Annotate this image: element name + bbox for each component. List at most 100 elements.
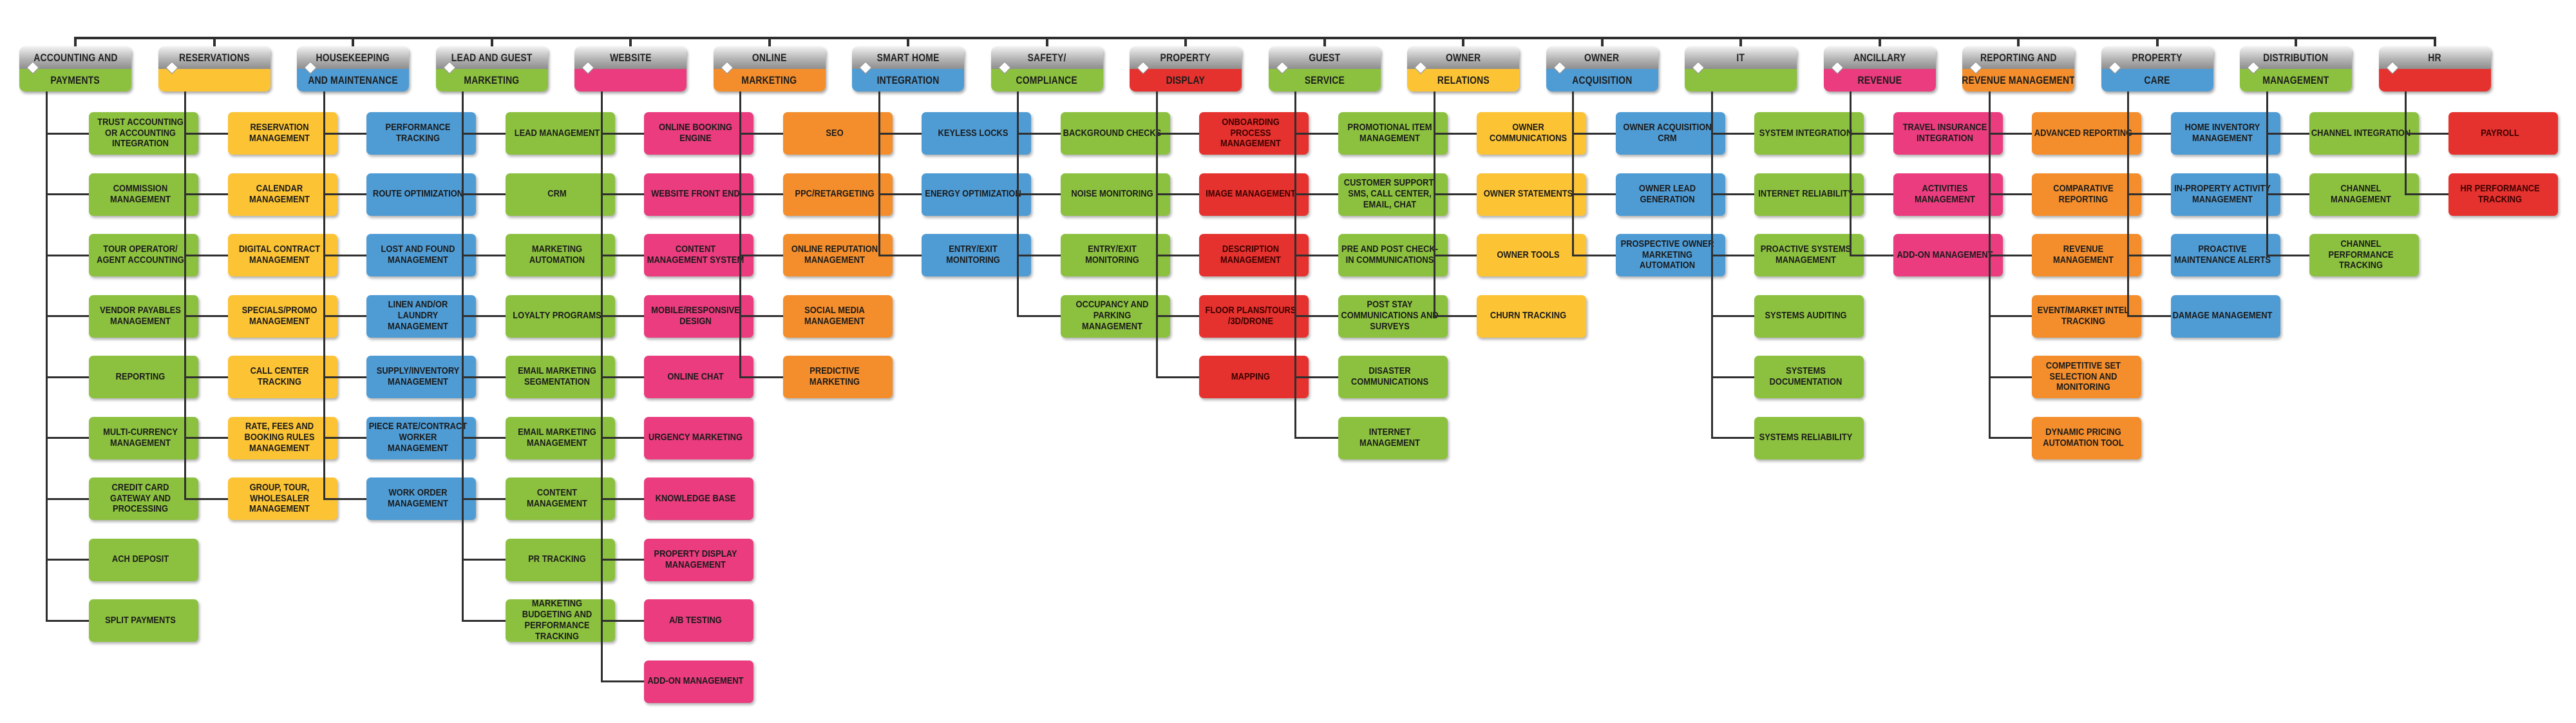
feature-box[interactable]: Tour operator/ agent accounting xyxy=(89,234,198,276)
feature-box[interactable]: Commission management xyxy=(89,173,198,216)
feature-box[interactable]: Digital contract management xyxy=(227,234,337,276)
category-header-16[interactable]: DistributionManagement xyxy=(2240,46,2352,92)
category-header-12[interactable]: IT xyxy=(1685,46,1797,92)
feature-box[interactable]: Systems reliability xyxy=(1754,416,1864,459)
feature-box[interactable]: Systems auditing xyxy=(1754,294,1864,338)
feature-box[interactable]: Predictive marketing xyxy=(782,356,893,398)
category-header-10[interactable]: OwnerRelations xyxy=(1407,46,1519,92)
feature-box[interactable]: Marketing automation xyxy=(505,234,615,276)
feature-box[interactable]: A/B testing xyxy=(644,599,753,642)
category-header-1[interactable]: Reservations xyxy=(158,46,270,92)
feature-box[interactable]: In-property activity management xyxy=(2170,173,2280,216)
feature-box[interactable]: Advanced reporting xyxy=(2032,112,2141,155)
feature-box[interactable]: Noise monitoring xyxy=(1060,173,1170,216)
feature-box[interactable]: Owner communications xyxy=(1477,112,1586,155)
feature-box[interactable]: Loyalty programs xyxy=(505,294,615,338)
feature-box[interactable]: Urgency marketing xyxy=(644,416,753,459)
feature-box[interactable]: Customer support: SMS, call center, emai… xyxy=(1338,173,1448,216)
feature-box[interactable]: Owner acquisition CRM xyxy=(1615,112,1725,155)
category-header-3[interactable]: Lead and GuestMarketing xyxy=(435,46,548,92)
category-header-17[interactable]: HR xyxy=(2378,46,2491,92)
feature-box[interactable]: Event/market intel tracking xyxy=(2032,294,2141,338)
feature-box[interactable]: Payroll xyxy=(2448,112,2558,155)
feature-box[interactable]: Rate, fees and booking rules management xyxy=(227,416,337,459)
feature-box[interactable]: Call center tracking xyxy=(227,356,337,398)
feature-box[interactable]: Mapping xyxy=(1199,356,1309,398)
feature-box[interactable]: Email marketing management xyxy=(505,416,615,459)
feature-box[interactable]: Pre and post check-in communications xyxy=(1338,234,1448,276)
feature-box[interactable]: Online reputation management xyxy=(782,234,893,276)
feature-box[interactable]: Owner statements xyxy=(1477,173,1586,216)
feature-box[interactable]: Content management xyxy=(505,477,615,520)
feature-box[interactable]: Linen and/or laundry management xyxy=(366,294,476,338)
feature-box[interactable]: SEO xyxy=(782,112,893,155)
feature-box[interactable]: Multi-currency management xyxy=(89,416,198,459)
feature-box[interactable]: Add-on management xyxy=(1893,234,2003,276)
feature-box[interactable]: Onboarding process management xyxy=(1199,112,1309,155)
feature-box[interactable]: Online booking engine xyxy=(644,112,753,155)
feature-box[interactable]: Vendor payables management xyxy=(89,294,198,338)
feature-box[interactable]: PPC/Retargeting xyxy=(782,173,893,216)
category-header-8[interactable]: PropertyDisplay xyxy=(1130,46,1242,92)
feature-box[interactable]: System integration xyxy=(1754,112,1864,155)
feature-box[interactable]: Work order management xyxy=(366,477,476,520)
feature-box[interactable]: Travel insurance integration xyxy=(1893,112,2003,155)
feature-box[interactable]: Mobile/responsive design xyxy=(644,294,753,338)
feature-box[interactable]: Website front end xyxy=(644,173,753,216)
feature-box[interactable]: Churn tracking xyxy=(1477,294,1586,338)
category-header-4[interactable]: Website xyxy=(574,46,687,92)
feature-box[interactable]: PR tracking xyxy=(505,538,615,581)
feature-box[interactable]: Prospective owner marketing automation xyxy=(1615,234,1725,276)
category-header-0[interactable]: Accounting andPayments xyxy=(19,46,131,92)
feature-box[interactable]: Supply/inventory management xyxy=(366,356,476,398)
category-header-11[interactable]: OwnerAcquisition xyxy=(1546,46,1658,92)
feature-box[interactable]: Internet management xyxy=(1338,416,1448,459)
feature-box[interactable]: Content management system xyxy=(644,234,753,276)
feature-box[interactable]: Disaster communications xyxy=(1338,356,1448,398)
feature-box[interactable]: Keyless locks xyxy=(922,112,1031,155)
feature-box[interactable]: Channel integration xyxy=(2309,112,2419,155)
feature-box[interactable]: ACH deposit xyxy=(89,538,198,581)
feature-box[interactable]: Lost and found management xyxy=(366,234,476,276)
feature-box[interactable]: Reporting xyxy=(89,356,198,398)
feature-box[interactable]: Split payments xyxy=(89,599,198,642)
feature-box[interactable]: Social media management xyxy=(782,294,893,338)
feature-box[interactable]: Performance tracking xyxy=(366,112,476,155)
feature-box[interactable]: Background checks xyxy=(1060,112,1170,155)
feature-box[interactable]: Energy optimization xyxy=(922,173,1031,216)
feature-box[interactable]: Proactive maintenance alerts xyxy=(2170,234,2280,276)
feature-box[interactable]: Owner tools xyxy=(1477,234,1586,276)
feature-box[interactable]: Internet reliability xyxy=(1754,173,1864,216)
feature-box[interactable]: Channel management xyxy=(2309,173,2419,216)
category-header-14[interactable]: Reporting andRevenue Management xyxy=(1962,46,2074,92)
category-header-9[interactable]: GuestService xyxy=(1268,46,1381,92)
feature-box[interactable]: Post stay communications and surveys xyxy=(1338,294,1448,338)
feature-box[interactable]: Trust accounting or accounting integrati… xyxy=(89,112,198,155)
feature-box[interactable]: Specials/promo management xyxy=(227,294,337,338)
feature-box[interactable]: Owner lead generation xyxy=(1615,173,1725,216)
category-header-6[interactable]: Smart HomeIntegration xyxy=(852,46,964,92)
feature-box[interactable]: Route optimization xyxy=(366,173,476,216)
feature-box[interactable]: Revenue management xyxy=(2032,234,2141,276)
feature-box[interactable]: Occupancy and parking management xyxy=(1060,294,1170,338)
feature-box[interactable]: Calendar management xyxy=(227,173,337,216)
feature-box[interactable]: Add-on management xyxy=(644,660,753,703)
feature-box[interactable]: Damage management xyxy=(2170,294,2280,338)
feature-box[interactable]: Activities management xyxy=(1893,173,2003,216)
feature-box[interactable]: Marketing budgeting and performance trac… xyxy=(505,598,615,642)
feature-box[interactable]: Online chat xyxy=(644,356,753,398)
feature-box[interactable]: CRM xyxy=(505,173,615,216)
category-header-7[interactable]: Safety/Compliance xyxy=(990,46,1103,92)
feature-box[interactable]: Email marketing segmentation xyxy=(505,356,615,398)
feature-box[interactable]: Proactive systems management xyxy=(1754,234,1864,276)
feature-box[interactable]: Piece rate/contract worker management xyxy=(366,416,476,459)
feature-box[interactable]: Systems documentation xyxy=(1754,356,1864,398)
category-header-13[interactable]: AncillaryRevenue xyxy=(1823,46,1936,92)
feature-box[interactable]: Entry/exit monitoring xyxy=(922,234,1031,276)
feature-box[interactable]: Group, tour, wholesaler management xyxy=(227,477,337,520)
feature-box[interactable]: Home inventory management xyxy=(2170,112,2280,155)
feature-box[interactable]: HR performance tracking xyxy=(2448,173,2558,216)
feature-box[interactable]: Channel performance tracking xyxy=(2309,234,2419,276)
feature-box[interactable]: Image management xyxy=(1199,173,1309,216)
feature-box[interactable]: Lead management xyxy=(505,112,615,155)
